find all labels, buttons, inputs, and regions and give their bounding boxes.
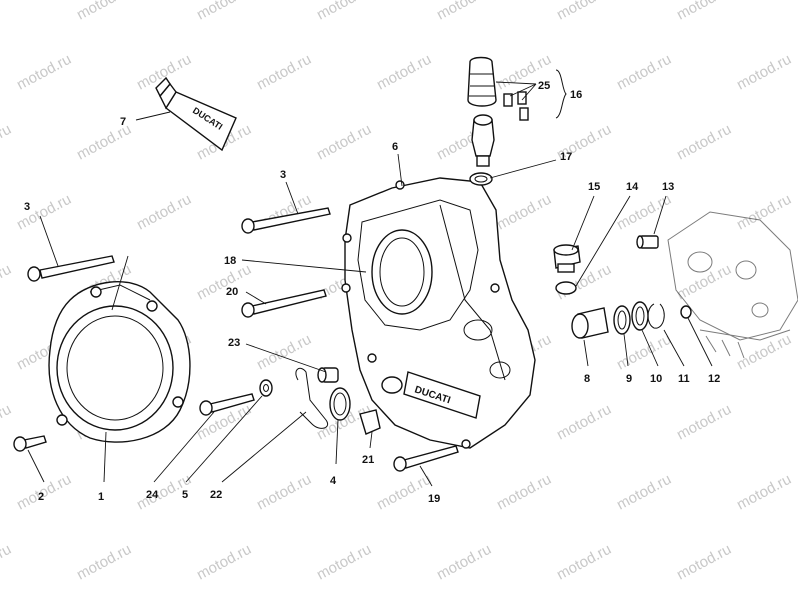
watermark-text: motod.ru (554, 541, 614, 584)
watermark-text: motod.ru (734, 471, 794, 514)
label-25: 25 (538, 80, 550, 92)
watermark-text: motod.ru (14, 51, 74, 94)
label-4: 4 (330, 475, 337, 487)
watermark-text: motod.ru (434, 0, 494, 24)
watermark-text: motod.ru (134, 191, 194, 234)
watermark-text: motod.ru (614, 331, 674, 374)
label-3-upper: 3 (280, 169, 286, 181)
watermark-text: motod.ru (734, 191, 794, 234)
label-12: 12 (708, 373, 720, 385)
label-2: 2 (38, 491, 44, 503)
watermark-text: motod.ru (314, 0, 374, 24)
label-13: 13 (662, 181, 674, 193)
watermark-text: motod.ru (254, 331, 314, 374)
watermark-text: motod.ru (0, 541, 14, 584)
label-18: 18 (224, 255, 236, 267)
leader-lines (27, 81, 713, 487)
label-20: 20 (226, 286, 238, 298)
label-22: 22 (210, 489, 222, 501)
spring-clip (295, 367, 328, 429)
watermark-text: motod.ru (614, 471, 674, 514)
label-3-left: 3 (24, 201, 30, 213)
watermark-text: motod.ru (194, 0, 254, 24)
label-8: 8 (584, 373, 590, 385)
bearing-10 (631, 301, 649, 331)
watermark-text: motod.ru (494, 471, 554, 514)
label-15: 15 (588, 181, 600, 193)
bolt-20 (241, 289, 327, 318)
oring-14 (555, 281, 577, 295)
bolt-3-upper (241, 207, 331, 234)
watermark-text: motod.ru (434, 541, 494, 584)
circlip-11 (647, 303, 665, 329)
watermark-text: motod.ru (314, 121, 374, 164)
pressure-switch (471, 114, 495, 167)
watermark-text: motod.ru (0, 401, 14, 444)
watermark-text: motod.ru (554, 0, 614, 24)
label-9: 9 (626, 373, 632, 385)
label-1: 1 (98, 491, 104, 503)
watermark-text: motod.ru (74, 541, 134, 584)
label-14: 14 (626, 181, 639, 193)
label-7: 7 (120, 116, 126, 128)
sight-glass (329, 387, 351, 421)
part-labels: 7 3 3 6 18 20 23 25 16 17 15 14 13 8 9 1… (24, 80, 720, 505)
label-6: 6 (392, 141, 398, 153)
washer-5 (259, 379, 273, 397)
bolt-19 (393, 445, 459, 472)
watermark-text: motod.ru (254, 51, 314, 94)
seal-9 (613, 305, 631, 335)
watermark-text: motod.ru (194, 541, 254, 584)
engine-case (667, 211, 798, 359)
watermark-text: motod.ru (674, 401, 734, 444)
clutch-cover (48, 281, 191, 443)
label-5: 5 (182, 489, 188, 501)
bolt-2 (13, 435, 47, 452)
watermark-text: motod.ru (254, 471, 314, 514)
watermark-text: motod.ru (194, 261, 254, 304)
brace-16 (555, 69, 567, 119)
oring-12 (680, 305, 692, 319)
bolt-24 (199, 393, 255, 416)
watermark-text: motod.ru (0, 121, 14, 164)
switch-cap (467, 56, 497, 107)
seal-ring-17 (469, 172, 493, 186)
watermark-text: motod.ru (494, 191, 554, 234)
watermark-text: motod.ru (614, 51, 674, 94)
bolt-3-left (27, 255, 115, 282)
gasket-21 (359, 409, 381, 435)
label-17: 17 (560, 151, 572, 163)
watermark-text: motod.ru (674, 121, 734, 164)
clutch-housing: DUCATI (341, 177, 536, 449)
label-19: 19 (428, 493, 440, 505)
watermark-text: motod.ru (674, 261, 734, 304)
label-10: 10 (650, 373, 662, 385)
watermark-text: motod.ru (74, 0, 134, 24)
watermark-text: motod.ru (0, 261, 14, 304)
filler-plug (553, 244, 581, 273)
watermark-text: motod.ru (674, 541, 734, 584)
watermark-text: motod.ru (314, 541, 374, 584)
watermark-text: motod.ru (614, 191, 674, 234)
sleeve-8 (571, 307, 609, 339)
watermark-text: motod.ru (374, 471, 434, 514)
watermark-text: motod.ru (734, 51, 794, 94)
label-16: 16 (570, 89, 582, 101)
label-11: 11 (678, 373, 690, 385)
watermark-text: motod.ru (0, 0, 14, 24)
sealant-tube: DUCATI (155, 76, 237, 152)
watermark-text: motod.ru (554, 401, 614, 444)
dowel-13 (636, 235, 659, 249)
watermark-text: motod.ru (674, 0, 734, 24)
watermark-text: motod.ru (374, 51, 434, 94)
label-21: 21 (362, 454, 374, 466)
label-23: 23 (228, 337, 240, 349)
switch-terminals (503, 91, 529, 121)
label-24: 24 (146, 489, 159, 501)
